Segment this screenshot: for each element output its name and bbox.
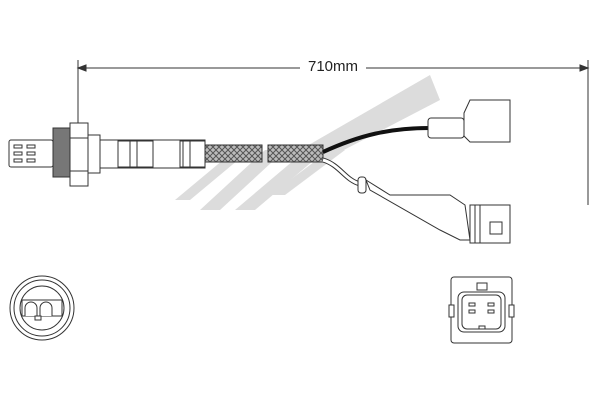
sensor-hex-nut [69,122,89,187]
sensor-thread [52,127,71,178]
braided-cable-segment [267,144,324,163]
black-wire [322,126,431,154]
sensor-connector-end-view [9,275,75,341]
walker-logo-watermark [175,75,440,210]
black-wire-connector [427,99,511,143]
grey-wire-connector [357,176,511,244]
braided-cable-segment [204,144,263,163]
overall-length-label: 710mm [300,58,366,76]
sensor-body [8,122,206,187]
harness-connector-end-view [448,276,515,344]
